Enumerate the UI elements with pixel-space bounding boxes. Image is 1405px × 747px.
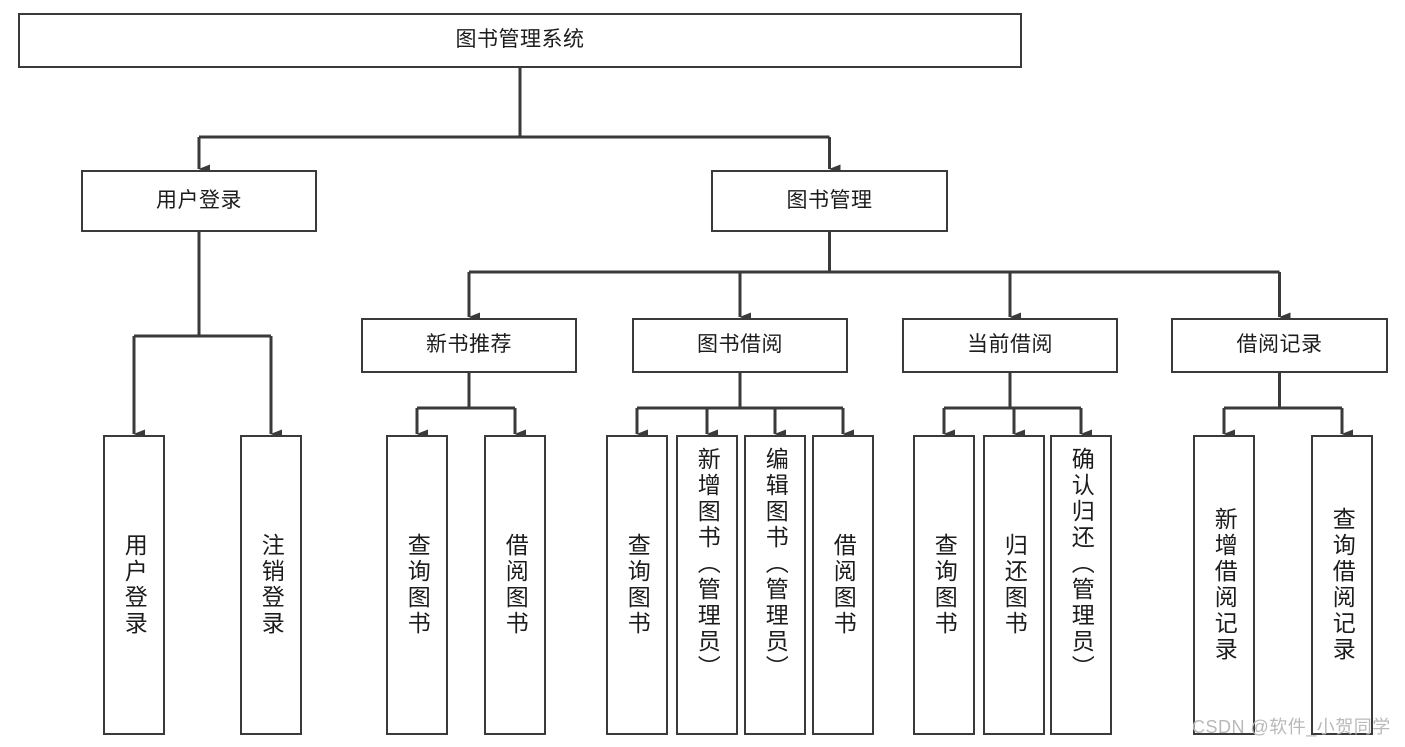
node-c-confirm[interactable]: 确认归还（管理员） <box>1050 435 1112 735</box>
node-label: 图书管理 <box>786 188 873 212</box>
node-b-edit[interactable]: 编辑图书（管理员） <box>744 435 806 735</box>
node-n-query[interactable]: 查询图书 <box>386 435 448 735</box>
node-label: 用户登录 <box>121 533 148 637</box>
node-label: 借阅图书 <box>502 533 529 637</box>
node-label: 借阅图书 <box>830 533 857 637</box>
node-b-query[interactable]: 查询图书 <box>606 435 668 735</box>
node-bookmgmt[interactable]: 图书管理 <box>711 170 948 232</box>
node-label: 用户登录 <box>156 188 242 212</box>
node-root[interactable]: 图书管理系统 <box>18 13 1022 68</box>
node-c-return[interactable]: 归还图书 <box>983 435 1045 735</box>
node-borrow[interactable]: 图书借阅 <box>632 318 848 373</box>
node-label: 查询图书 <box>624 533 651 637</box>
node-label: 归还图书 <box>1001 533 1028 637</box>
node-c-query[interactable]: 查询图书 <box>913 435 975 735</box>
node-records[interactable]: 借阅记录 <box>1171 318 1388 373</box>
node-label: 新增图书（管理员） <box>694 447 721 681</box>
node-label: 确认归还（管理员） <box>1068 447 1095 681</box>
watermark-label: CSDN @软件_小贺同学 <box>1192 717 1391 737</box>
node-label: 借阅记录 <box>1236 333 1323 357</box>
node-l-logout[interactable]: 注销登录 <box>240 435 302 735</box>
node-label: 当前借阅 <box>967 333 1053 357</box>
node-newbook[interactable]: 新书推荐 <box>361 318 577 373</box>
node-label: 查询图书 <box>931 533 958 637</box>
node-r-query[interactable]: 查询借阅记录 <box>1311 435 1373 735</box>
node-label: 图书借阅 <box>697 333 783 357</box>
node-login[interactable]: 用户登录 <box>81 170 317 232</box>
node-r-add[interactable]: 新增借阅记录 <box>1193 435 1255 735</box>
node-current[interactable]: 当前借阅 <box>902 318 1118 373</box>
node-b-lend[interactable]: 借阅图书 <box>812 435 874 735</box>
node-label: 查询图书 <box>404 533 431 637</box>
node-label: 查询借阅记录 <box>1329 507 1356 663</box>
node-label: 新增借阅记录 <box>1211 507 1238 663</box>
node-label: 编辑图书（管理员） <box>762 447 789 681</box>
node-b-add[interactable]: 新增图书（管理员） <box>676 435 738 735</box>
node-l-login[interactable]: 用户登录 <box>103 435 165 735</box>
node-label: 图书管理系统 <box>455 28 585 52</box>
node-n-borrow[interactable]: 借阅图书 <box>484 435 546 735</box>
node-label: 新书推荐 <box>426 333 512 357</box>
node-label: 注销登录 <box>258 533 285 637</box>
